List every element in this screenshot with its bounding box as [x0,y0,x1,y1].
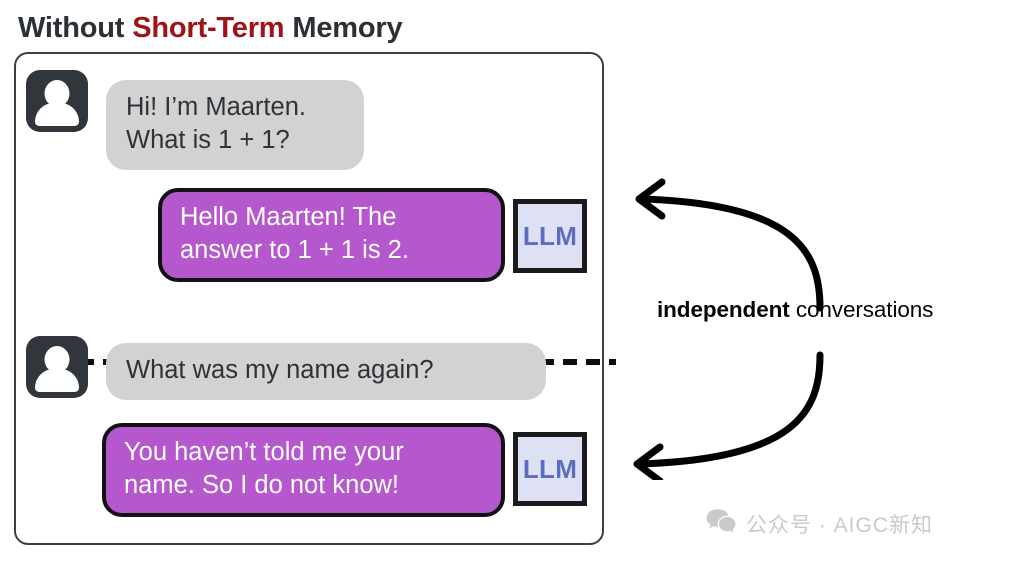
user-avatar [26,70,88,132]
llm-message-bubble: Hello Maarten! The answer to 1 + 1 is 2. [158,188,505,282]
avatar-head-icon [44,346,70,373]
side-label-rest: conversations [795,297,934,322]
page-title-accent: Short-Term [132,12,285,44]
avatar-body-icon [35,369,79,392]
conversation-panel: Hi! I’m Maarten. What is 1 + 1? Hello Ma… [14,52,616,545]
user-message-bubble: What was my name again? [106,343,546,400]
watermark-text: 公众号 · AIGC新知 [746,513,934,537]
user-message-bubble: Hi! I’m Maarten. What is 1 + 1? [106,80,364,170]
independent-conversations-label: independent conversations [657,297,933,323]
llm-badge: LLM [513,432,587,506]
avatar-head-icon [44,80,70,107]
page-title-prefix: Without [18,12,125,44]
llm-badge: LLM [513,199,587,273]
wechat-icon [706,508,736,539]
page-title-suffix: Memory [292,12,403,44]
user-avatar [26,336,88,398]
watermark: 公众号 · AIGC新知 [706,508,933,539]
llm-message-bubble: You haven’t told me your name. So I do n… [102,423,505,517]
avatar-body-icon [35,103,79,126]
independent-arrow-top [635,178,824,312]
independent-arrow-bottom [633,351,824,485]
side-label-strong: independent [657,297,790,322]
